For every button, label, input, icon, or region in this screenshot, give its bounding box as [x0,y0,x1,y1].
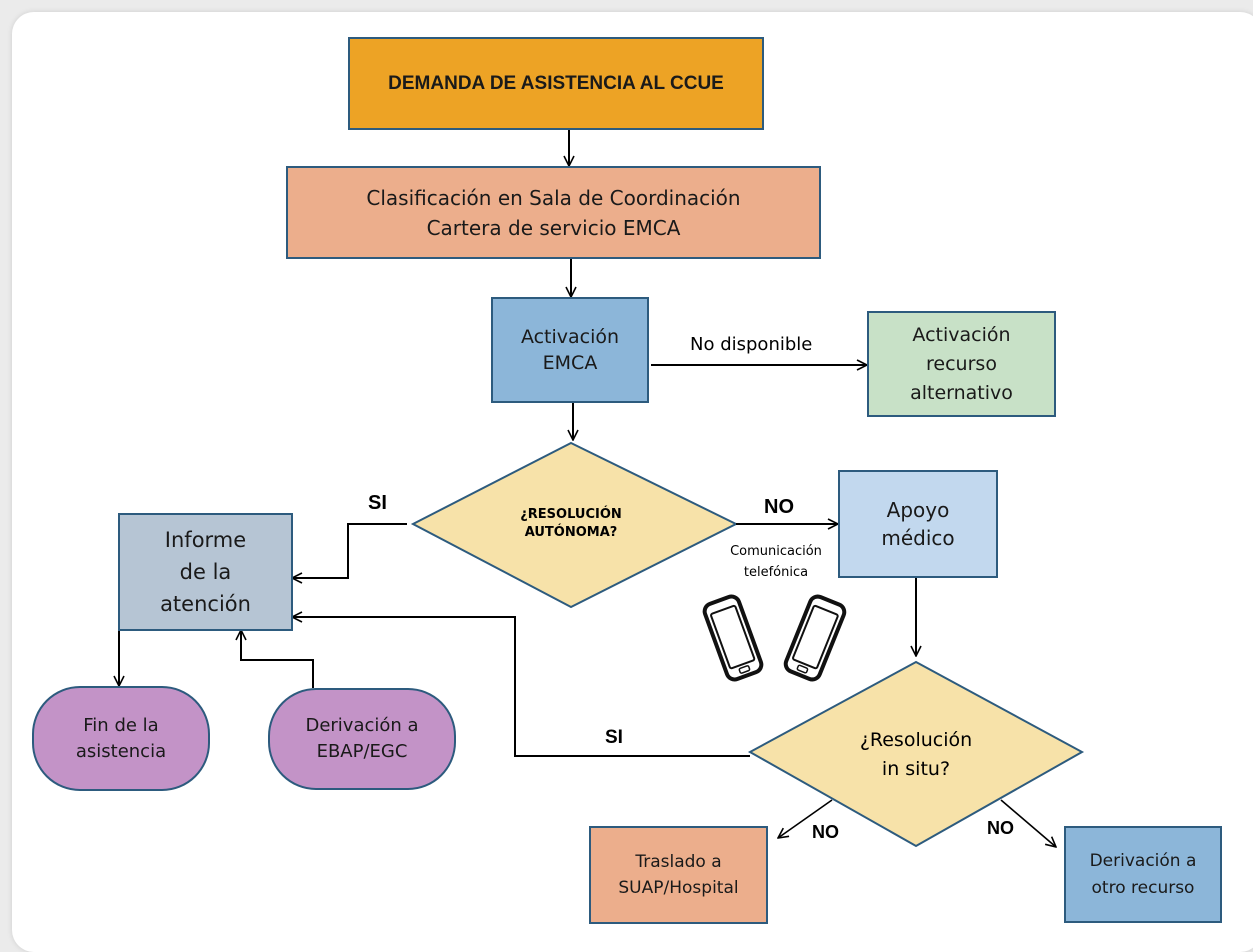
node-traslado-suap: Traslado a SUAP/Hospital [589,826,768,924]
decision-diamond-autonoma [410,441,739,609]
label-no-traslado: NO [812,822,839,842]
mobile-phone-icon [783,594,847,682]
node-activacion-emca: Activación EMCA [491,297,649,403]
decision-resolucion-autonoma-label: ¿RESOLUCIÓN AUTÓNOMA? [520,507,622,540]
arrow-si-informe [292,523,407,578]
node-informe-atencion: Informe de la atención [118,513,293,631]
label-no-autonoma: NO [764,496,794,518]
node-activacion-recurso-alternativo: Activación recurso alternativo [867,311,1056,417]
label-si-autonoma: SI [368,492,387,514]
node-fin-asistencia: Fin de la asistencia [32,686,210,791]
node-derivacion-ebap: Derivación a EBAP/EGC [268,688,456,790]
node-derivacion-otro-recurso: Derivación a otro recurso [1064,826,1222,923]
arrow-ebap-informe [241,630,314,688]
label-comunicacion-telefonica: Comunicación telefónica [730,544,822,580]
arrow-si-insitu-informe [292,617,750,757]
arrow-no-derivacion [1000,799,1056,847]
label-no-disponible: No disponible [690,334,813,355]
node-clasificacion: Clasificación en Sala de Coordinación Ca… [286,166,821,259]
mobile-phone-icon [702,594,764,682]
decision-diamond-in-situ [747,660,1085,848]
node-demanda: DEMANDA DE ASISTENCIA AL CCUE [348,37,764,130]
label-no-derivacion: NO [987,818,1014,838]
arrow-no-traslado [778,799,833,838]
decision-resolucion-in-situ-label: ¿Resolución in situ? [859,729,973,780]
node-apoyo-medico: Apoyo médico [838,470,998,578]
label-si-in-situ: SI [605,727,623,748]
